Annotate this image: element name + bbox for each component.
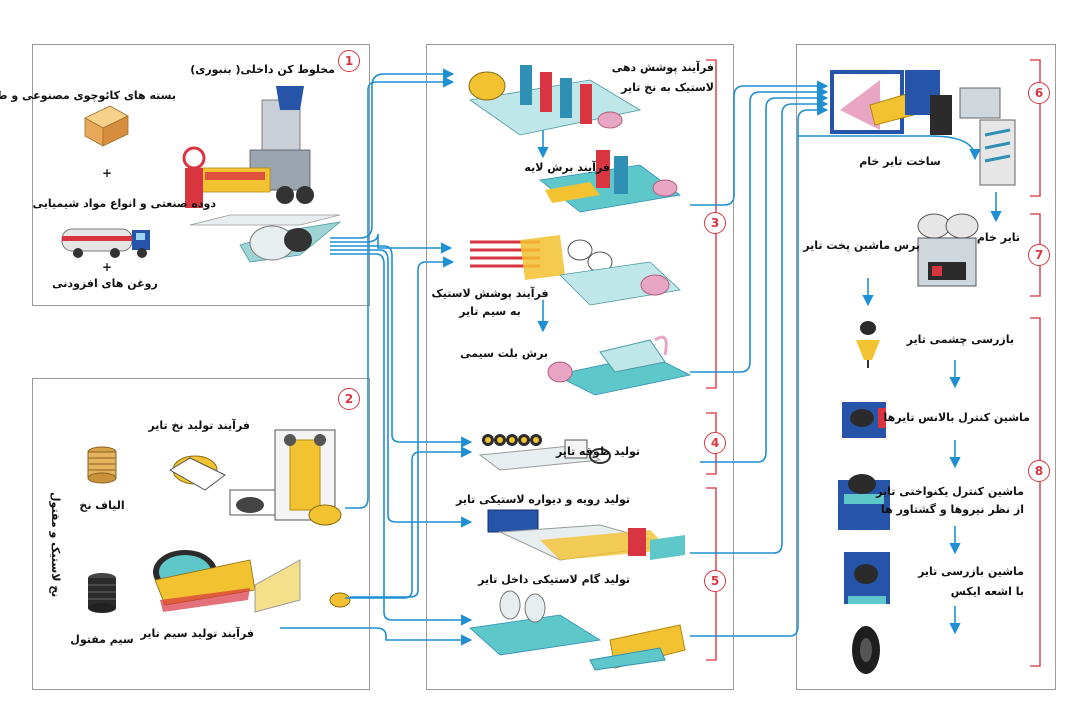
rubber-box-icon <box>84 105 129 147</box>
oils-label: روغن های افزودنی <box>52 277 158 290</box>
flow-arrows <box>280 68 1002 646</box>
belt-cutter-icon <box>547 335 692 396</box>
bead-machine-icon <box>478 434 611 471</box>
fiber-spool-icon <box>87 446 117 484</box>
stage-number-7: 7 <box>1028 244 1050 266</box>
uniformity-label-2: از نظر نیروها و گشتاور ها <box>881 503 1024 516</box>
stage-number-6: 6 <box>1028 82 1050 104</box>
green-tire-label: تایر خام <box>976 231 1020 244</box>
mixer-label: مخلوط کن داخلی( بنبوری) <box>190 63 335 76</box>
steel-calender-icon <box>470 235 681 306</box>
tire-building-label: ساخت تایر خام <box>859 155 941 168</box>
extruder-icon <box>487 509 685 561</box>
plus-sign-1: + <box>102 166 113 180</box>
wire-process-label: فرآیند تولید سیم تایر <box>140 627 254 640</box>
ply-cut-label: فرآیند برش لایه <box>524 161 610 174</box>
ply-cutter-icon <box>539 150 681 213</box>
stage-number-3: 3 <box>704 212 726 234</box>
steel-coat-label-1: فرآیند پوشش لاستیک <box>431 287 549 300</box>
xray-machine-icon <box>844 552 890 604</box>
xray-label-2: با اشعه ایکس <box>950 585 1024 598</box>
innerliner-calender-icon <box>469 590 686 671</box>
visual-inspection-label: بازرسی چشمی تایر <box>906 333 1014 346</box>
stage-number-8: 8 <box>1028 460 1050 482</box>
balance-label: ماشین کنترل بالانس تایرها <box>883 411 1030 424</box>
stage-number-1: 1 <box>338 50 360 72</box>
innerliner-label: تولید گام لاستیکی داخل تایر <box>478 573 630 586</box>
stage-number-2: 2 <box>338 388 360 410</box>
tire-icon <box>852 626 880 674</box>
wire-coil-icon <box>88 573 116 613</box>
uniformity-machine-icon <box>838 474 890 530</box>
stage-number-5: 5 <box>704 570 726 592</box>
cord-wire-vertical-label: نخ لاستیک و مفتول <box>49 492 62 598</box>
tread-sidewall-label: تولید رویه و دیواره لاستیکی تایر <box>456 493 630 506</box>
balance-machine-icon <box>842 402 886 438</box>
calender-icon <box>468 65 642 136</box>
panel-components <box>426 44 734 690</box>
plus-sign-2: + <box>102 260 113 274</box>
xray-label-1: ماشین بازرسی تایر <box>918 565 1024 578</box>
tanker-truck-icon <box>61 228 150 258</box>
curing-press-icon <box>917 213 979 287</box>
calender-label-2: لاستیک به نخ تایر <box>621 81 714 94</box>
wire-label: سیم مفتول <box>70 633 134 646</box>
stage-number-4: 4 <box>704 432 726 454</box>
fiber-label: الیاف نخ <box>79 499 125 512</box>
rubber-bales-label: بسته های کائوچوی مصنوعی و طبیعی <box>0 89 176 102</box>
calender-label-1: فرآیند پوشش دهی <box>611 61 714 74</box>
banbury-mixer-icon <box>182 86 342 263</box>
tire-building-machine-icon <box>830 70 1016 186</box>
textile-machine-icon <box>169 429 342 526</box>
textile-process-label: فرآیند تولید نخ تایر <box>148 419 250 432</box>
curing-press-label: پرس ماشین پخت تایر <box>803 239 920 252</box>
wire-machine-icon <box>153 550 351 613</box>
belt-cut-label: برش بلت سیمی <box>460 347 548 360</box>
uniformity-label-1: ماشین کنترل یکنواختی تایر <box>876 485 1024 498</box>
visual-inspection-icon <box>856 321 880 368</box>
steel-coat-label-2: به سیم تایر <box>459 305 521 318</box>
bead-label: تولید طوقه تایر <box>555 445 640 458</box>
carbon-chemicals-label: دوده صنعتی و انواع مواد شیمیایی <box>32 197 216 210</box>
